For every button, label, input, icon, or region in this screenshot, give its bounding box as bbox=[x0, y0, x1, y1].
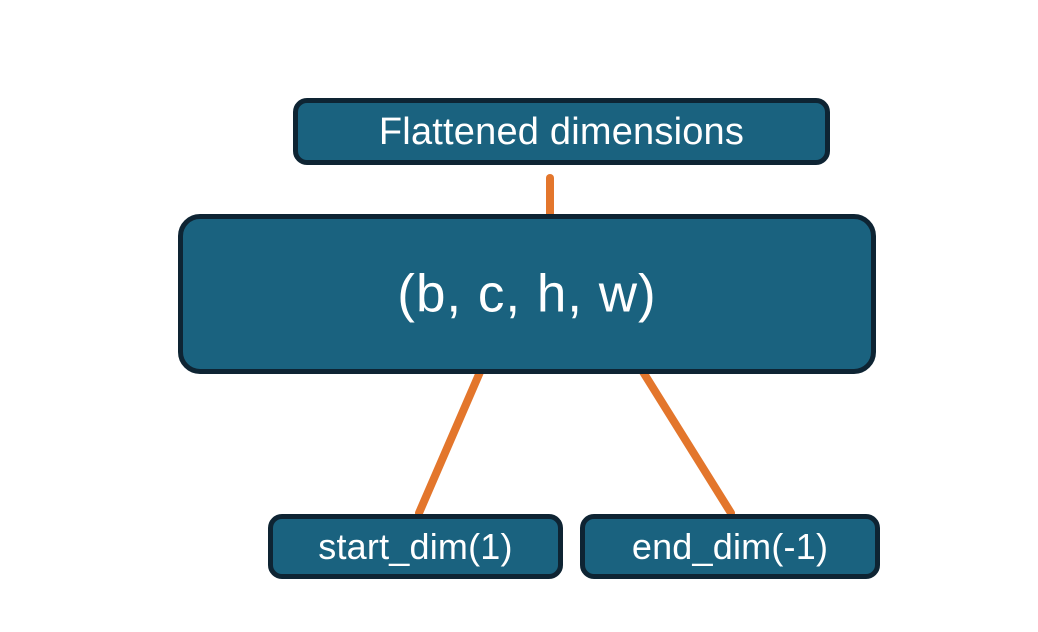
flattened-dimensions-label: Flattened dimensions bbox=[378, 110, 745, 153]
tensor-shape-label: (b, c, h, w) bbox=[397, 264, 657, 324]
tensor-shape-box[interactable]: (b, c, h, w) bbox=[178, 214, 876, 374]
start-dim-label: start_dim(1) bbox=[318, 525, 513, 567]
flattened-dimensions-box[interactable]: Flattened dimensions bbox=[293, 98, 830, 165]
end-dim-label: end_dim(-1) bbox=[631, 525, 829, 567]
start-dim-box[interactable]: start_dim(1) bbox=[268, 514, 563, 579]
end-dim-box[interactable]: end_dim(-1) bbox=[580, 514, 880, 579]
